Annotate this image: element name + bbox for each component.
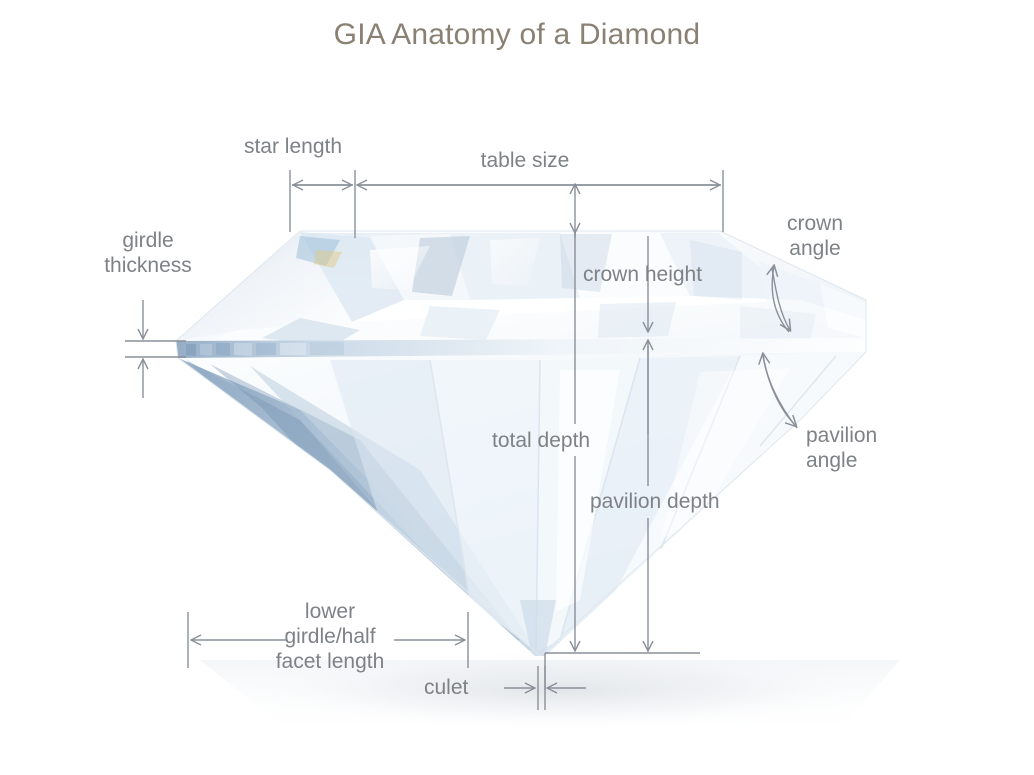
label-girdle-thickness: girdle thickness (104, 229, 192, 277)
label-crown-angle: crown angle (786, 212, 844, 260)
label-crown-height: crown height (583, 263, 703, 286)
page-title: GIA Anatomy of a Diamond (333, 18, 701, 51)
label-star-length: star length (243, 135, 343, 158)
label-lower-girdle-facet-length: lower girdle/half facet length (275, 600, 385, 673)
label-total-depth: total depth (492, 429, 591, 452)
label-pavilion-depth: pavilion depth (590, 490, 720, 513)
label-table-size: table size (480, 149, 570, 172)
label-pavilion-angle: pavilion angle (806, 424, 878, 472)
label-culet: culet (424, 676, 469, 699)
